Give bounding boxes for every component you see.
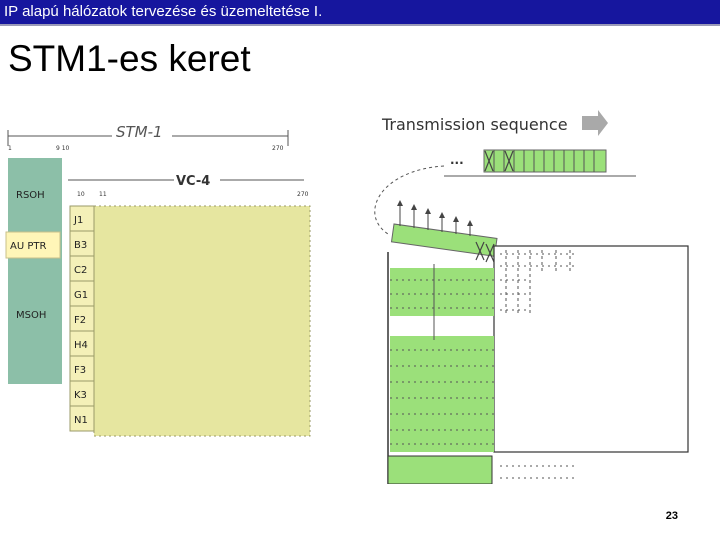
poh-byte-h4: H4 <box>74 340 88 351</box>
header-divider <box>0 24 720 26</box>
poh-byte-c2: C2 <box>74 265 87 276</box>
poh-cell-j1 <box>69 205 95 232</box>
direction-arrow-icon <box>582 110 608 136</box>
poh-byte-n1: N1 <box>74 415 88 426</box>
poh-cell-c2 <box>69 255 95 282</box>
transmission-sequence-label: Transmission sequence <box>381 115 568 134</box>
col-label-11: 11 <box>99 191 107 198</box>
poh-byte-j1: J1 <box>73 215 83 226</box>
poh-cell-g1 <box>69 280 95 307</box>
diagonal-arrows <box>399 204 471 236</box>
header-bar: IP alapú hálózatok tervezése és üzemelte… <box>0 0 720 24</box>
poh-byte-k3: K3 <box>74 390 87 401</box>
stm1-frame-diagram: STM-1 1 9 10 270 RSOH AU PTR MSOH VC-4 1… <box>5 122 311 437</box>
stream-byte-dividers <box>493 150 595 172</box>
stream-x-marks <box>484 150 514 172</box>
poh-column: J1 B3 C2 G1 F2 H4 F3 K3 N1 <box>69 205 95 432</box>
vc4-payload <box>93 205 311 437</box>
stream-curve <box>374 165 445 235</box>
diagonal-arrowheads <box>397 200 473 226</box>
course-title: IP alapú hálózatok tervezése és üzemelte… <box>4 3 323 20</box>
slide-title: STM1-es keret <box>8 38 251 79</box>
grid-vertical-dashes <box>505 250 571 316</box>
diagonal-byte-row <box>390 200 498 263</box>
col-label-270: 270 <box>272 145 284 152</box>
au-ptr-label: AU PTR <box>10 241 46 252</box>
payload-block-lower <box>390 336 494 452</box>
poh-cell-f2 <box>69 305 95 332</box>
poh-byte-f3: F3 <box>74 365 86 376</box>
diagonal-bytes <box>390 223 498 257</box>
overhead-column <box>8 158 62 384</box>
page-number: 23 <box>665 510 678 522</box>
poh-byte-f2: F2 <box>74 315 86 326</box>
col-label-270b: 270 <box>297 191 309 198</box>
col-label-1: 1 <box>8 145 12 152</box>
vc4-label: VC-4 <box>176 174 210 189</box>
poh-byte-g1: G1 <box>74 290 88 301</box>
diagonal-x-marks <box>475 241 495 263</box>
poh-cell-k3 <box>69 380 95 407</box>
au-ptr-box <box>5 231 61 259</box>
transmission-sequence-diagram: Transmission sequence ... <box>374 110 689 484</box>
frame-outline <box>493 245 689 453</box>
stm1-label: STM-1 <box>116 123 163 141</box>
payload-block-next <box>387 455 493 484</box>
poh-cell-n1 <box>69 405 95 432</box>
payload-block-upper <box>390 268 494 316</box>
msoh-label: MSOH <box>16 310 46 321</box>
col-label-10: 10 <box>77 191 85 198</box>
rsoh-label: RSOH <box>16 190 45 201</box>
col-label-9-10: 9 10 <box>56 145 70 152</box>
stm1-label-bg <box>112 122 172 142</box>
vc4-label-bg <box>174 168 220 188</box>
byte-stream <box>483 149 607 173</box>
stream-ellipsis: ... <box>450 153 464 167</box>
poh-byte-b3: B3 <box>74 240 87 251</box>
grid-dashes <box>390 253 574 479</box>
poh-cell-h4 <box>69 330 95 357</box>
